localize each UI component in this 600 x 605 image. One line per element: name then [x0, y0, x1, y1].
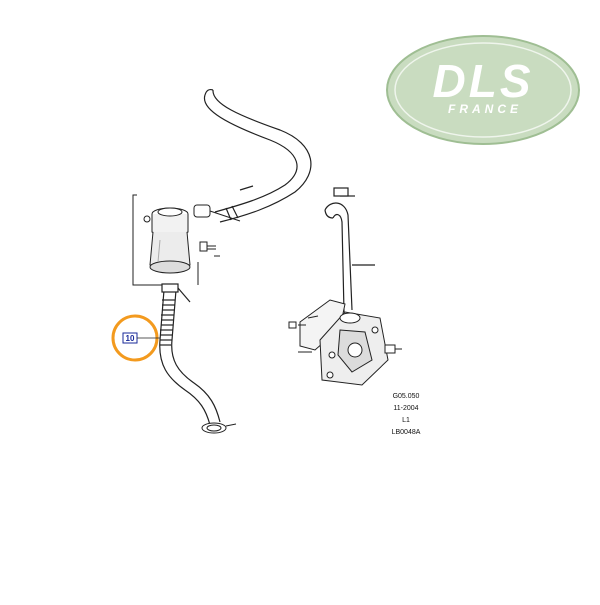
dls-logo: DLS FRANCE: [386, 35, 580, 145]
lower-breather-hose: [159, 283, 221, 426]
callout-number: 10: [126, 334, 135, 343]
upper-breather-pipe: [203, 88, 312, 223]
part-callout-10[interactable]: 10: [111, 314, 160, 362]
reference-line-3: L1: [402, 417, 410, 424]
reference-line-2: 11-2004: [393, 405, 418, 412]
logo-oval: [386, 35, 580, 145]
reference-block: G05.050 11-2004 L1 LB0048A: [392, 393, 421, 436]
lower-hose-clamp: [201, 422, 237, 434]
right-breather-pipe: [324, 187, 375, 313]
separator-canister: [143, 204, 241, 274]
logo-subtitle-text: FRANCE: [448, 102, 522, 116]
logo-brand-text: DLS: [433, 55, 534, 107]
filter-assembly-frame: [132, 194, 199, 286]
reference-line-1: G05.050: [393, 393, 420, 400]
engine-housing: [288, 299, 402, 386]
filter-bolt: [199, 241, 220, 257]
reference-line-4: LB0048A: [392, 429, 421, 436]
logo-oval-inner: [394, 42, 572, 138]
